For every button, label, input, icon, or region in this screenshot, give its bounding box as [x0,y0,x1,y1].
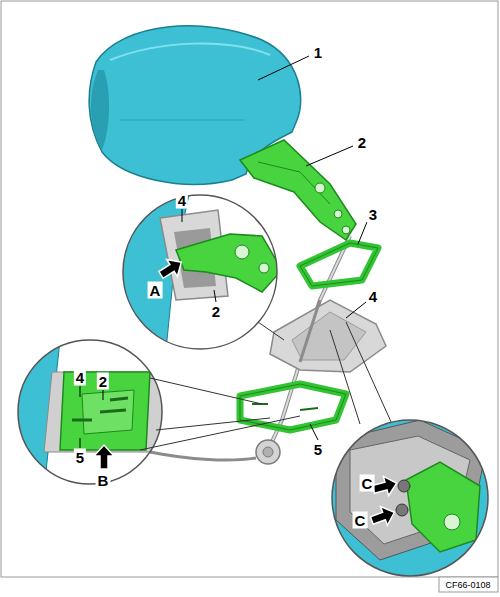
bracket-slots [72,398,128,420]
gasket-5-edge [240,384,346,430]
connector [256,440,280,464]
bracket-hole [334,210,342,218]
view-letter: B [96,472,111,489]
callout-number: 4 [367,288,379,305]
bracket-hole [259,263,269,273]
figure-code: CF66-0108 [445,581,490,590]
housing-highlight [110,44,270,60]
callout-number: 1 [312,44,324,61]
housing-edge [91,70,109,150]
callout-number: 3 [367,206,379,223]
detail-leader [140,378,300,450]
view-letter: C [353,512,368,529]
gasket-5 [240,384,346,430]
bracket-hole [444,514,460,530]
detail-circle-a-border [123,195,277,349]
callout-number: 2 [97,373,109,390]
gasket-3-edge [300,243,378,286]
leader-line [306,146,353,166]
callout-number: 2 [210,303,222,320]
connector-core [263,447,273,457]
callout-number: 5 [74,449,86,466]
housing-detail [330,420,490,580]
bracket-hole [235,245,249,259]
detail-circle-b-border [18,340,162,484]
arrow-c [368,503,397,530]
detail-circle-c-border [332,420,488,576]
arrow-c [371,473,399,499]
detail-leader [330,322,392,424]
bracket-hole [315,183,325,193]
leader-line [258,56,309,80]
cover-4 [270,300,386,372]
leader-line [103,390,104,400]
arrow-b [94,445,114,469]
gasket-3 [300,243,378,286]
view-letter: C [360,475,375,492]
leader-line [182,209,183,222]
leader-line [214,290,216,302]
leader-line [80,438,81,448]
clip [396,504,408,516]
leader-line [346,302,366,318]
callout-number: 2 [356,134,368,151]
cable-through-cover [300,300,320,362]
cover-detail [44,372,170,452]
callout-number: 4 [176,192,188,209]
bracket-rib [258,162,330,204]
clip [398,480,410,492]
arrow-a [156,254,187,284]
detail-leader [258,322,284,340]
bracket-hole [342,226,350,234]
bracket-detail [406,462,480,552]
callout-number: 4 [74,369,86,386]
leader-line [310,424,318,440]
housing-seam [120,120,245,121]
frame [1,1,498,577]
callout-number: 5 [312,441,324,458]
leader-line [358,222,367,244]
code-box [439,577,498,592]
gasket-5-detail [252,404,318,410]
leader-line [80,386,81,397]
cable-tail [150,452,256,460]
view-letter: A [148,282,163,299]
bracket-detail [176,234,282,292]
